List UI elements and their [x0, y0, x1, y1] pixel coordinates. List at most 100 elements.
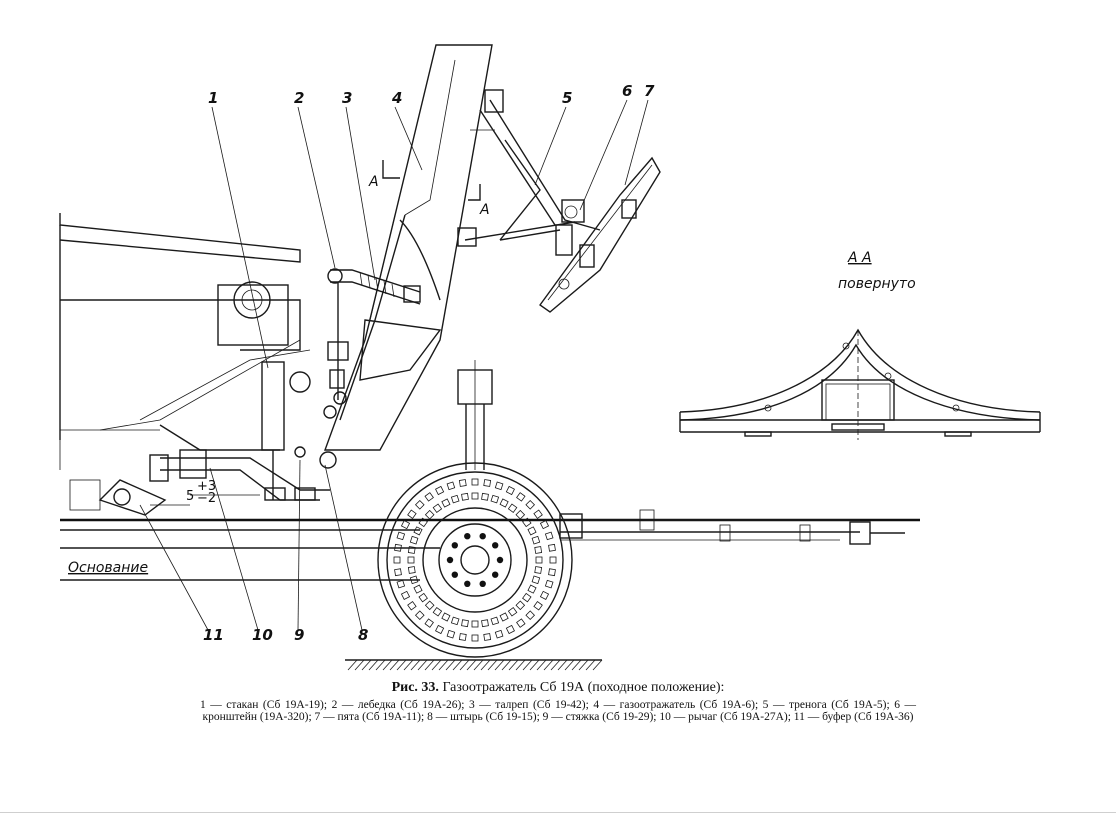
tread-block	[424, 600, 435, 611]
tread-block	[409, 575, 419, 585]
ground-hatch-line	[410, 659, 421, 671]
tread-block	[394, 543, 402, 552]
tread-block	[461, 619, 469, 628]
tread-block	[432, 607, 443, 617]
ground-hatch-line	[347, 659, 358, 671]
callout-2: 2	[294, 89, 304, 107]
tread-block	[522, 592, 532, 603]
wheel	[377, 360, 573, 658]
hub-bolt	[464, 533, 471, 540]
ground-hatch-line	[487, 659, 498, 671]
tread-block	[531, 575, 541, 585]
tread-block	[394, 568, 402, 577]
tread-block	[534, 546, 543, 554]
ground-hatch-line	[592, 659, 603, 671]
tread-block	[458, 479, 467, 487]
tread-block	[531, 535, 541, 545]
tread-block	[471, 634, 479, 642]
hub-bolt	[479, 580, 486, 587]
tread-block	[544, 579, 554, 589]
callout-1: 1	[208, 89, 218, 107]
ground-hatch-line	[368, 659, 379, 671]
figure-title: Газоотражатель Сб 19А (походное положени…	[442, 680, 725, 695]
tread-block	[393, 556, 401, 564]
tread-block	[499, 612, 509, 622]
hub-bolt	[451, 571, 458, 578]
dimension-tol-top: +3	[197, 479, 216, 494]
figure-number: Рис. 33.	[391, 680, 439, 695]
caption-legend: 1 — стакан (Сб 19А-19); 2 — лебедка (Сб …	[200, 699, 916, 723]
tread-block	[424, 492, 434, 502]
tread-block	[481, 492, 489, 501]
section-cut-marks	[382, 160, 481, 201]
tread-block	[407, 566, 416, 574]
ground-hatch-line	[459, 659, 470, 671]
ground-hatch-line	[354, 659, 365, 671]
ground-hatch-line	[515, 659, 526, 671]
tread-block	[407, 556, 415, 564]
ground-hatch-line	[501, 659, 512, 671]
tread-block	[471, 478, 479, 486]
tread-block	[396, 579, 406, 589]
tread-block	[533, 601, 543, 611]
ground-hatch-line	[403, 659, 414, 671]
hub-bolt	[492, 542, 499, 549]
tread-block	[516, 618, 526, 628]
tread-block	[407, 509, 417, 519]
tread-block	[432, 503, 443, 513]
tread-block	[413, 584, 423, 594]
ground-hatch-line	[438, 659, 449, 671]
hub-bolt	[492, 571, 499, 578]
tread-block	[527, 584, 537, 594]
base-label: Основание	[68, 560, 148, 576]
section-mark-right: A	[479, 202, 490, 218]
callout-9: 9	[294, 626, 304, 644]
ground-hatch-line	[571, 659, 582, 671]
tread-block	[400, 520, 411, 530]
frame-rails	[60, 509, 920, 581]
ground-hatch-line	[445, 659, 456, 671]
tread-block	[515, 600, 526, 611]
tread-block	[396, 531, 406, 541]
hub-bolt	[451, 542, 458, 549]
tread-block	[525, 610, 536, 621]
tread-block	[424, 618, 434, 628]
tread-block	[400, 590, 411, 600]
tread-block	[483, 633, 492, 641]
tread-block	[548, 568, 556, 577]
ground-hatch-line	[564, 659, 575, 671]
tread-block	[522, 517, 532, 528]
callout-11: 11	[203, 626, 224, 644]
ground-hatch-line	[536, 659, 547, 671]
tread-block	[535, 556, 543, 564]
tread-block	[515, 509, 526, 520]
ground-hatch-line	[494, 659, 505, 671]
ground-hatch-line	[382, 659, 393, 671]
tread-block	[494, 629, 504, 639]
tread-block	[505, 624, 515, 635]
tread-block	[490, 616, 500, 626]
tread-block	[461, 492, 469, 501]
tread-block	[481, 619, 489, 628]
ground-hatch-line	[431, 659, 442, 671]
tread-block	[527, 526, 537, 536]
ground-hatch-line	[361, 659, 372, 671]
ground-hatch-line	[557, 659, 568, 671]
hub-bolt	[446, 556, 454, 564]
lever-buffer	[69, 449, 330, 516]
tread-block	[549, 556, 557, 564]
tread-block	[407, 601, 417, 611]
callout-3: 3	[342, 89, 352, 107]
tread-block	[548, 543, 556, 552]
hub-bolt	[496, 556, 504, 564]
ground-hatch-line	[529, 659, 540, 671]
ground	[345, 659, 603, 671]
tread-block	[435, 624, 445, 635]
tread-block	[424, 509, 435, 520]
ground-hatch-line	[522, 659, 533, 671]
ground-hatch-line	[480, 659, 491, 671]
tread-block	[494, 481, 504, 491]
tread-block	[413, 526, 423, 536]
tread-block	[499, 498, 509, 508]
tread-block	[490, 494, 500, 504]
